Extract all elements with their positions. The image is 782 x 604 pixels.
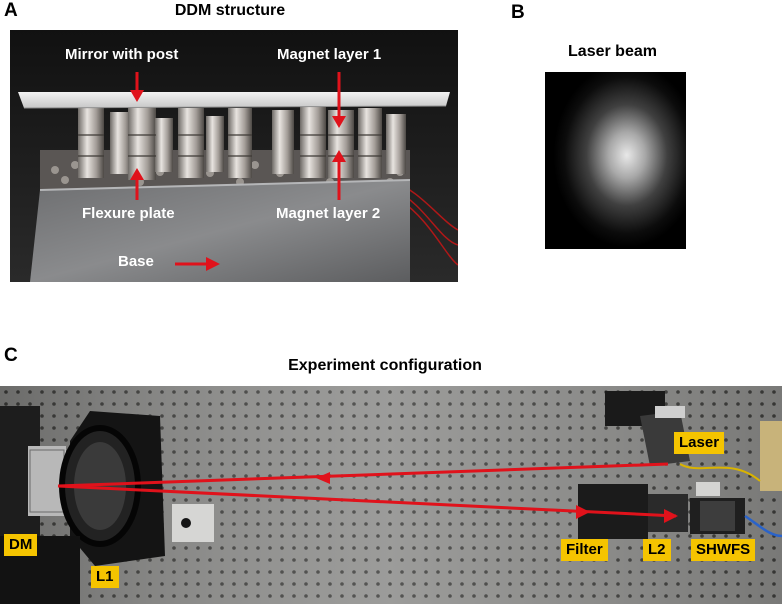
tag-shwfs: SHWFS — [691, 539, 756, 561]
panel-b-title: Laser beam — [568, 43, 657, 60]
ddm-photo — [10, 30, 458, 282]
panel-a-title: DDM structure — [174, 2, 286, 19]
tag-dm: DM — [4, 534, 38, 556]
experiment-photo — [0, 386, 782, 604]
beam-laser-to-dm — [57, 462, 669, 488]
tag-filter: Filter — [561, 539, 608, 561]
beam-sensor-arrowhead-2 — [664, 509, 678, 523]
tag-l2: L2 — [643, 539, 671, 561]
label-magnet-layer-2: Magnet layer 2 — [276, 205, 381, 222]
label-mirror-with-post: Mirror with post — [65, 46, 179, 63]
label-base: Base — [118, 253, 154, 270]
beam-dm-to-sensor — [57, 484, 677, 518]
panel-b-letter: B — [511, 2, 525, 23]
panel-c-title: Experiment configuration — [288, 357, 482, 374]
panel-c-letter: C — [4, 345, 18, 366]
label-magnet-layer-1: Magnet layer 1 — [277, 46, 382, 63]
tag-l1: L1 — [91, 566, 119, 588]
panel-a-letter: A — [4, 0, 18, 21]
tag-laser: Laser — [674, 432, 725, 454]
label-flexure-plate: Flexure plate — [82, 205, 175, 222]
beam-sensor-arrowhead-1 — [576, 505, 590, 519]
beam-laser-arrowhead — [316, 472, 330, 484]
laser-beam-image — [545, 72, 686, 249]
